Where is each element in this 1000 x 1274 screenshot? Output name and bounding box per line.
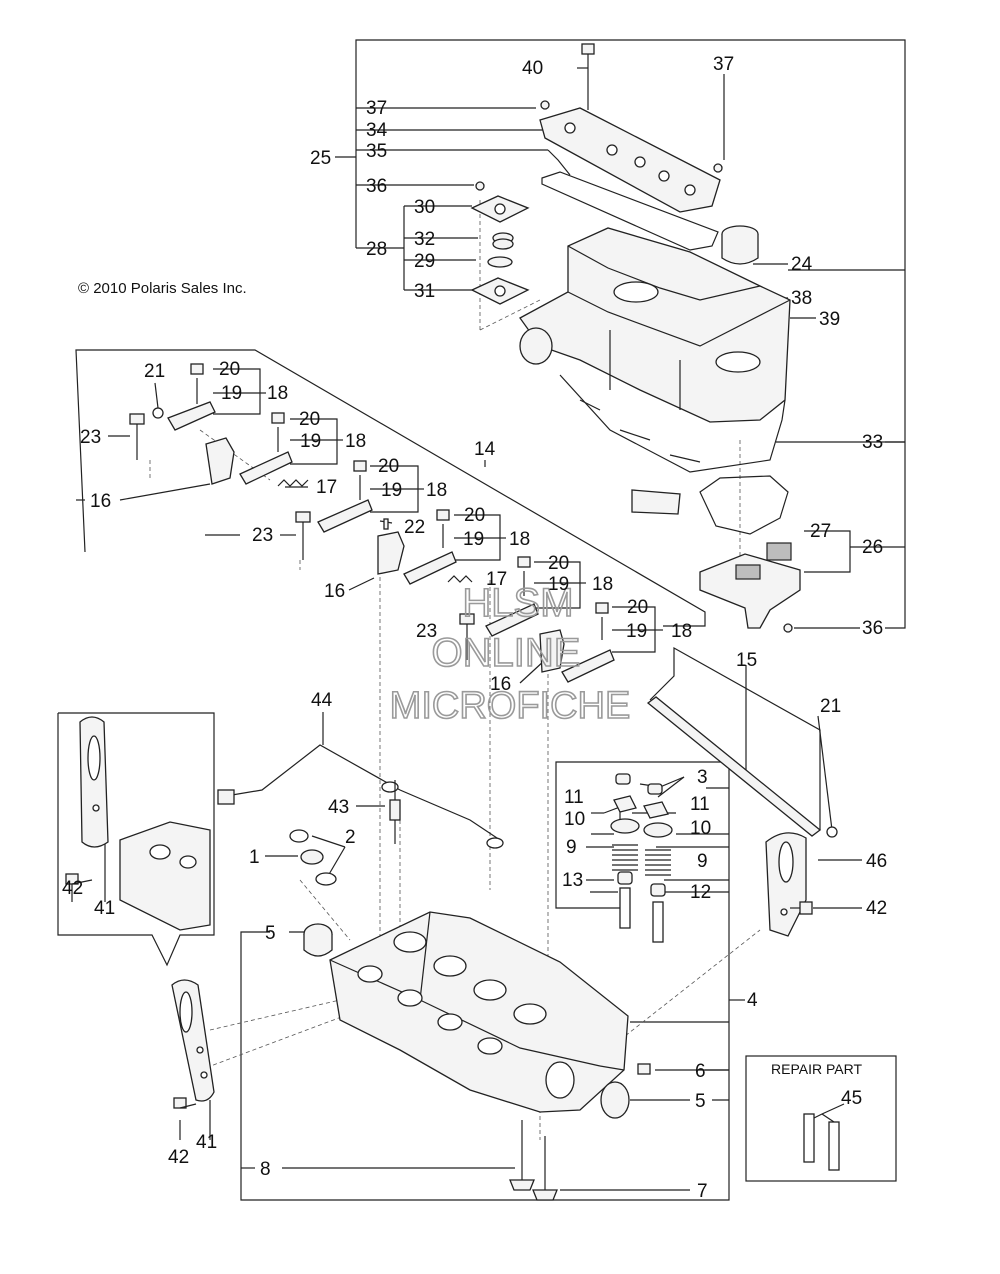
callout-20: 20 — [299, 409, 320, 430]
callout-42: 42 — [866, 898, 887, 919]
callout-2: 2 — [345, 827, 356, 848]
callout-10: 10 — [564, 809, 585, 830]
watermark-line-3: MICROFICHE — [390, 685, 631, 727]
callout-6: 6 — [695, 1061, 706, 1082]
callout-15: 15 — [736, 650, 757, 671]
callout-18: 18 — [592, 574, 613, 595]
callout-18: 18 — [267, 383, 288, 404]
repair-part-title: REPAIR PART — [771, 1061, 862, 1077]
callout-17: 17 — [486, 569, 507, 590]
callout-34: 34 — [366, 120, 388, 141]
callout-27: 27 — [810, 521, 831, 542]
callout-29: 29 — [414, 251, 435, 272]
callout-18: 18 — [671, 621, 692, 642]
callout-31: 31 — [414, 281, 435, 302]
callout-40: 40 — [522, 58, 543, 79]
callout-20: 20 — [464, 505, 485, 526]
glow-plug-wire — [217, 744, 504, 886]
callout-19: 19 — [381, 480, 402, 501]
callout-18: 18 — [345, 431, 366, 452]
valve-components — [509, 773, 673, 1201]
cylinder-head — [303, 911, 651, 1119]
callout-28: 28 — [366, 239, 387, 260]
callout-3: 3 — [697, 767, 708, 788]
callout-5: 5 — [695, 1091, 706, 1112]
callout-23: 23 — [80, 427, 101, 448]
callout-46: 46 — [866, 851, 887, 872]
alignment-lines — [149, 200, 761, 1140]
callout-30: 30 — [414, 197, 435, 218]
callout-20: 20 — [378, 456, 399, 477]
callout-9: 9 — [697, 851, 708, 872]
callout-19: 19 — [221, 383, 242, 404]
watermark-line-1: HLSM — [462, 581, 573, 625]
callout-25: 25 — [310, 148, 331, 169]
callout-22: 22 — [404, 517, 425, 538]
callout-14: 14 — [474, 439, 496, 460]
callout-39: 39 — [819, 309, 840, 330]
watermark: HLSM ONLINE MICROFICHE — [389, 580, 631, 728]
callout-21: 21 — [820, 696, 841, 717]
callout-16: 16 — [490, 674, 511, 695]
callout-5: 5 — [265, 923, 276, 944]
callout-41: 41 — [196, 1132, 217, 1153]
callout-43: 43 — [328, 797, 349, 818]
callout-8: 8 — [260, 1159, 271, 1180]
callout-20: 20 — [548, 553, 569, 574]
rocker-cover-assembly — [470, 43, 801, 633]
callout-11: 11 — [564, 787, 584, 808]
copyright-text: © 2010 Polaris Sales Inc. — [78, 280, 247, 297]
callout-13: 13 — [562, 870, 583, 891]
callout-12: 12 — [690, 882, 711, 903]
callout-42: 42 — [168, 1147, 189, 1168]
callout-19: 19 — [463, 529, 484, 550]
callout-10: 10 — [690, 818, 711, 839]
callout-16: 16 — [90, 491, 111, 512]
callout-32: 32 — [414, 229, 435, 250]
callout-16: 16 — [324, 581, 345, 602]
callout-37: 37 — [713, 54, 734, 75]
callout-11: 11 — [690, 794, 710, 815]
callout-19: 19 — [300, 431, 321, 452]
callout-19: 19 — [626, 621, 647, 642]
callout-24: 24 — [791, 254, 813, 275]
callout-7: 7 — [697, 1181, 708, 1202]
callout-20: 20 — [627, 597, 648, 618]
callout-45: 45 — [841, 1088, 862, 1109]
watermark-line-2: ONLINE — [432, 631, 581, 675]
leader-lines — [57, 39, 906, 1201]
callout-35: 35 — [366, 141, 387, 162]
callout-23: 23 — [252, 525, 273, 546]
callout-4: 4 — [747, 990, 758, 1011]
callout-26: 26 — [862, 537, 883, 558]
lift-brackets — [65, 716, 840, 1171]
callout-19: 19 — [548, 574, 569, 595]
callout-labels: 40 37 37 34 35 25 36 30 32 28 29 31 24 3… — [62, 54, 887, 1202]
callout-20: 20 — [219, 359, 240, 380]
callout-37: 37 — [366, 98, 387, 119]
callout-41: 41 — [94, 898, 115, 919]
callout-9: 9 — [566, 837, 577, 858]
callout-18: 18 — [426, 480, 447, 501]
callout-42: 42 — [62, 878, 83, 899]
callout-21: 21 — [144, 361, 165, 382]
callout-38: 38 — [791, 288, 812, 309]
callout-36: 36 — [862, 618, 883, 639]
callout-23: 23 — [416, 621, 437, 642]
callout-44: 44 — [311, 690, 333, 711]
callout-1: 1 — [249, 847, 260, 868]
callout-33: 33 — [862, 432, 883, 453]
callout-17: 17 — [316, 477, 337, 498]
rocker-arms — [129, 363, 838, 838]
callout-36: 36 — [366, 176, 387, 197]
callout-18: 18 — [509, 529, 530, 550]
